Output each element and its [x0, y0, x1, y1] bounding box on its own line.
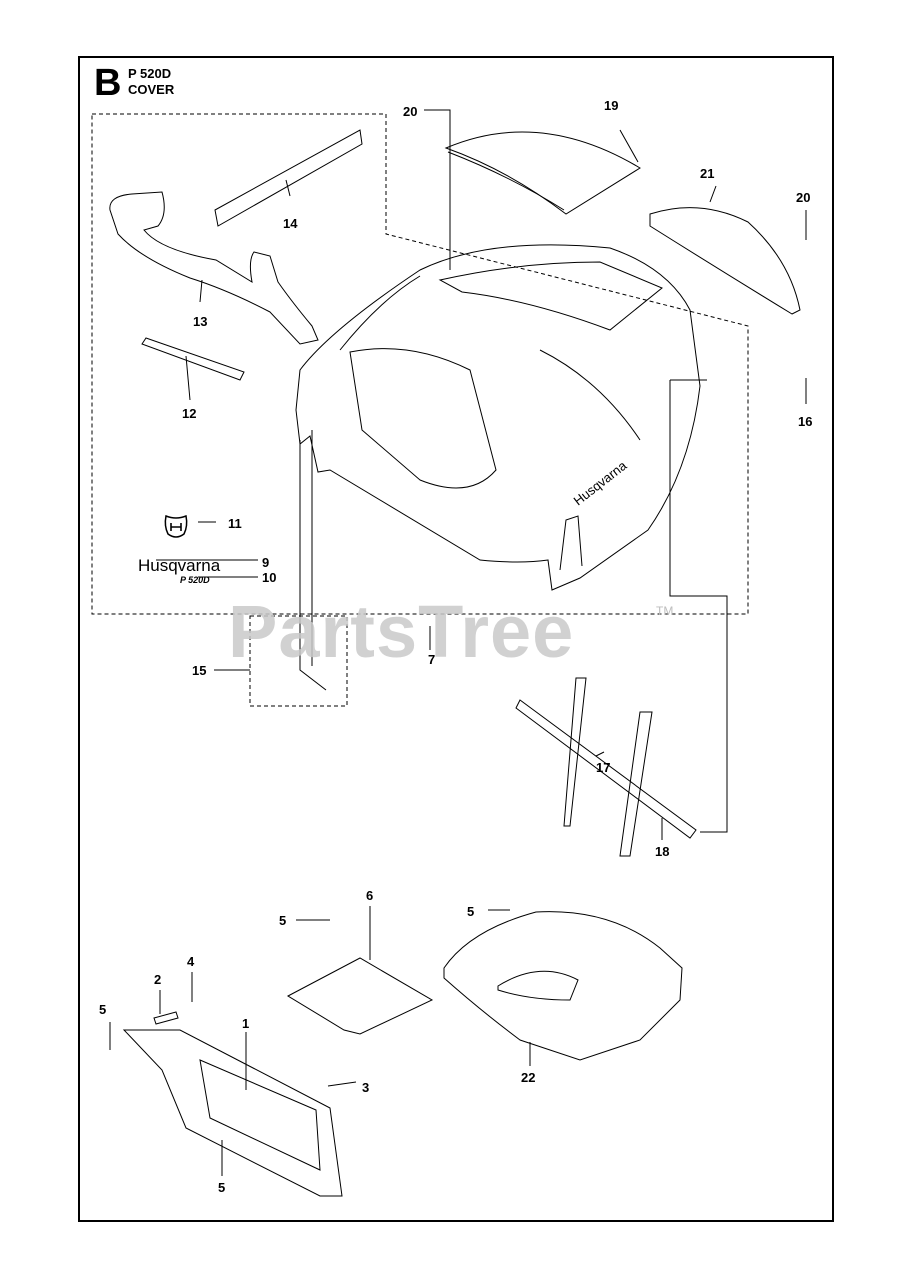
- callout-9: 9: [262, 555, 269, 570]
- callout-19: 19: [604, 98, 618, 113]
- part-7-ridge: [339, 275, 641, 571]
- diagram-frame: [78, 56, 834, 1222]
- part-2-pin: [153, 1011, 179, 1025]
- part-13-handle: [109, 191, 319, 345]
- callout-5d: 5: [218, 1180, 225, 1195]
- decal-group: Husqvarna P 520D Husqvarna: [138, 457, 630, 585]
- part-1-chute-window: [199, 1059, 321, 1171]
- callout-15: 15: [192, 663, 206, 678]
- callout-13: 13: [193, 314, 207, 329]
- watermark-trademark: TM: [656, 604, 674, 618]
- part-17-bracket: [515, 699, 697, 839]
- callout-20b: 20: [796, 190, 810, 205]
- callout-3: 3: [362, 1080, 369, 1095]
- callout-4: 4: [187, 954, 195, 969]
- callout-16: 16: [798, 414, 812, 429]
- part-14-strip: [214, 129, 363, 227]
- part-7-cover: [295, 244, 701, 591]
- group-outline-15: [249, 615, 348, 707]
- leader-lines: [109, 109, 807, 1176]
- callout-18: 18: [655, 844, 669, 859]
- husqvarna-emblem-icon: [164, 514, 188, 538]
- callout-22: 22: [521, 1070, 535, 1085]
- callout-1: 1: [242, 1016, 249, 1031]
- callout-21: 21: [700, 166, 714, 181]
- callout-5a: 5: [279, 913, 286, 928]
- part-17-arm-left: [563, 677, 587, 827]
- callout-5c: 5: [99, 1002, 106, 1017]
- callout-11: 11: [228, 516, 242, 531]
- callout-6: 6: [366, 888, 373, 903]
- callout-14: 14: [283, 216, 298, 231]
- callout-7: 7: [428, 652, 435, 667]
- callout-2: 2: [154, 972, 161, 987]
- husqvarna-wordmark-decal: Husqvarna: [138, 556, 221, 575]
- callout-labels: 20 19 21 20 14 13 12 16 11 9 10 15 7 17 …: [99, 98, 812, 1195]
- leader-16-box: [669, 379, 728, 833]
- part-17-arm-right: [619, 711, 653, 857]
- part-19-lid-edge: [447, 151, 565, 211]
- callout-12: 12: [182, 406, 196, 421]
- part-7-panel: [349, 348, 497, 489]
- model-badge-text: P 520D: [180, 575, 210, 585]
- callout-17: 17: [596, 760, 610, 775]
- part-1-chute: [122, 1029, 343, 1197]
- callout-20a: 20: [403, 104, 417, 119]
- part-21-panel: [649, 207, 801, 315]
- brand-logo-text: Husqvarna: [138, 556, 221, 575]
- part-7-opening: [438, 261, 663, 331]
- callout-5b: 5: [467, 904, 474, 919]
- group-outline-cover: [91, 113, 749, 615]
- section-title: COVER: [128, 82, 175, 97]
- part-19-lid: [444, 131, 641, 215]
- part-22-base: [443, 911, 683, 1061]
- part-22-dome: [497, 970, 579, 1001]
- section-letter: B: [94, 62, 122, 104]
- part-6-plate: [286, 957, 434, 1035]
- part-12-bar: [141, 337, 245, 381]
- partstree-watermark: PartsTree: [228, 590, 575, 673]
- cover-brand-decal: Husqvarna: [571, 457, 630, 508]
- callout-10: 10: [262, 570, 276, 585]
- model-title: P 520D: [128, 66, 172, 81]
